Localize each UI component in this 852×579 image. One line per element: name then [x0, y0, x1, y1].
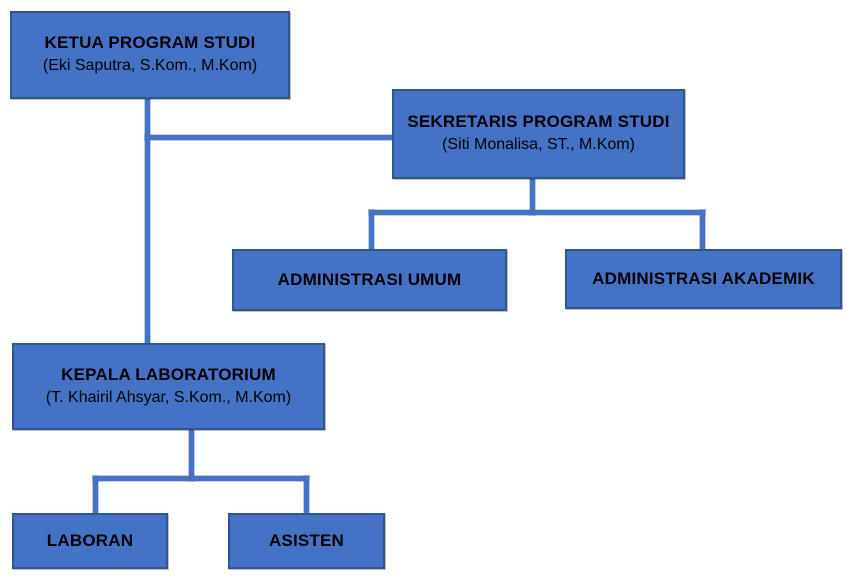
node-kepala-laboratorium: KEPALA LABORATORIUM (T. Khairil Ahsyar, …	[12, 343, 325, 430]
node-title: KETUA PROGRAM STUDI	[44, 33, 256, 53]
node-subtitle: (Eki Saputra, S.Kom., M.Kom)	[42, 57, 258, 75]
node-subtitle: (Siti Monalisa, ST., M.Kom)	[442, 136, 635, 154]
connector-ketua-to-sekretaris	[145, 135, 394, 140]
connector-to-administrasi-umum	[369, 210, 374, 251]
node-administrasi-umum: ADMINISTRASI UMUM	[232, 249, 507, 311]
node-asisten: ASISTEN	[228, 513, 385, 569]
node-subtitle: (T. Khairil Ahsyar, S.Kom., M.Kom)	[45, 388, 292, 406]
node-title: LABORAN	[46, 530, 134, 550]
connector-lab-horizontal	[93, 476, 309, 481]
node-title: ADMINISTRASI AKADEMIK	[592, 268, 815, 288]
connector-sekretaris-down	[530, 179, 535, 215]
node-administrasi-akademik: ADMINISTRASI AKADEMIK	[565, 249, 842, 309]
node-sekretaris-program-studi: SEKRETARIS PROGRAM STUDI (Siti Monalisa,…	[392, 89, 685, 179]
connector-ketua-to-kepala-lab	[145, 99, 150, 345]
connector-to-laboran	[93, 476, 98, 514]
node-title: ADMINISTRASI UMUM	[277, 269, 462, 289]
node-laboran: LABORAN	[12, 513, 168, 569]
connector-to-asisten	[304, 476, 309, 514]
connector-to-administrasi-akademik	[700, 210, 705, 251]
connector-kepala-lab-down	[189, 430, 194, 481]
node-title: SEKRETARIS PROGRAM STUDI	[407, 112, 670, 132]
node-title: ASISTEN	[268, 530, 345, 550]
node-ketua-program-studi: KETUA PROGRAM STUDI (Eki Saputra, S.Kom.…	[10, 11, 290, 99]
connector-administrasi-horizontal	[369, 210, 705, 215]
node-title: KEPALA LABORATORIUM	[61, 364, 276, 384]
